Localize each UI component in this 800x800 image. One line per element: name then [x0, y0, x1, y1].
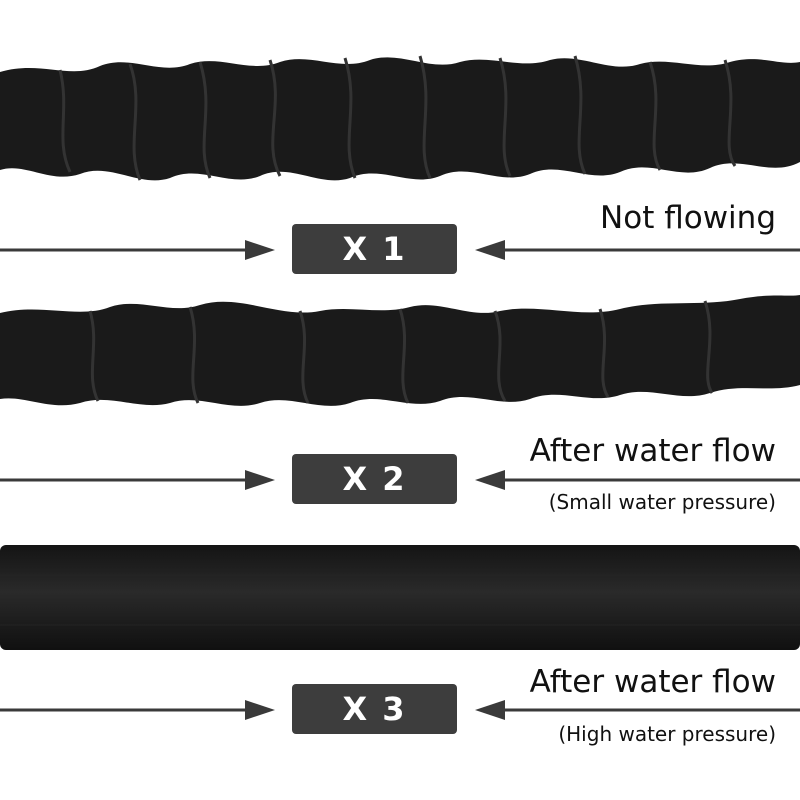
multiplier-badge-x1: X 1 — [292, 224, 457, 274]
hose-compressed-image — [0, 50, 800, 190]
multiplier-badge-x3: X 3 — [292, 684, 457, 734]
arrow-right-icon — [0, 698, 275, 722]
caption-after-water-flow: After water flow — [529, 664, 776, 700]
arrow-left-icon — [475, 238, 800, 262]
arrow-right-icon — [0, 238, 275, 262]
multiplier-badge-x2: X 2 — [292, 454, 457, 504]
note-high-water-pressure: (High water pressure) — [558, 722, 776, 746]
arrow-left-icon — [475, 698, 800, 722]
arrow-right-icon — [0, 468, 275, 492]
caption-not-flowing: Not flowing — [600, 200, 776, 236]
hose-fully-expanded-image — [0, 545, 800, 650]
note-small-water-pressure: (Small water pressure) — [548, 490, 776, 514]
arrow-left-icon — [475, 468, 800, 492]
caption-after-water-flow: After water flow — [529, 433, 776, 469]
hose-partly-expanded-image — [0, 285, 800, 420]
